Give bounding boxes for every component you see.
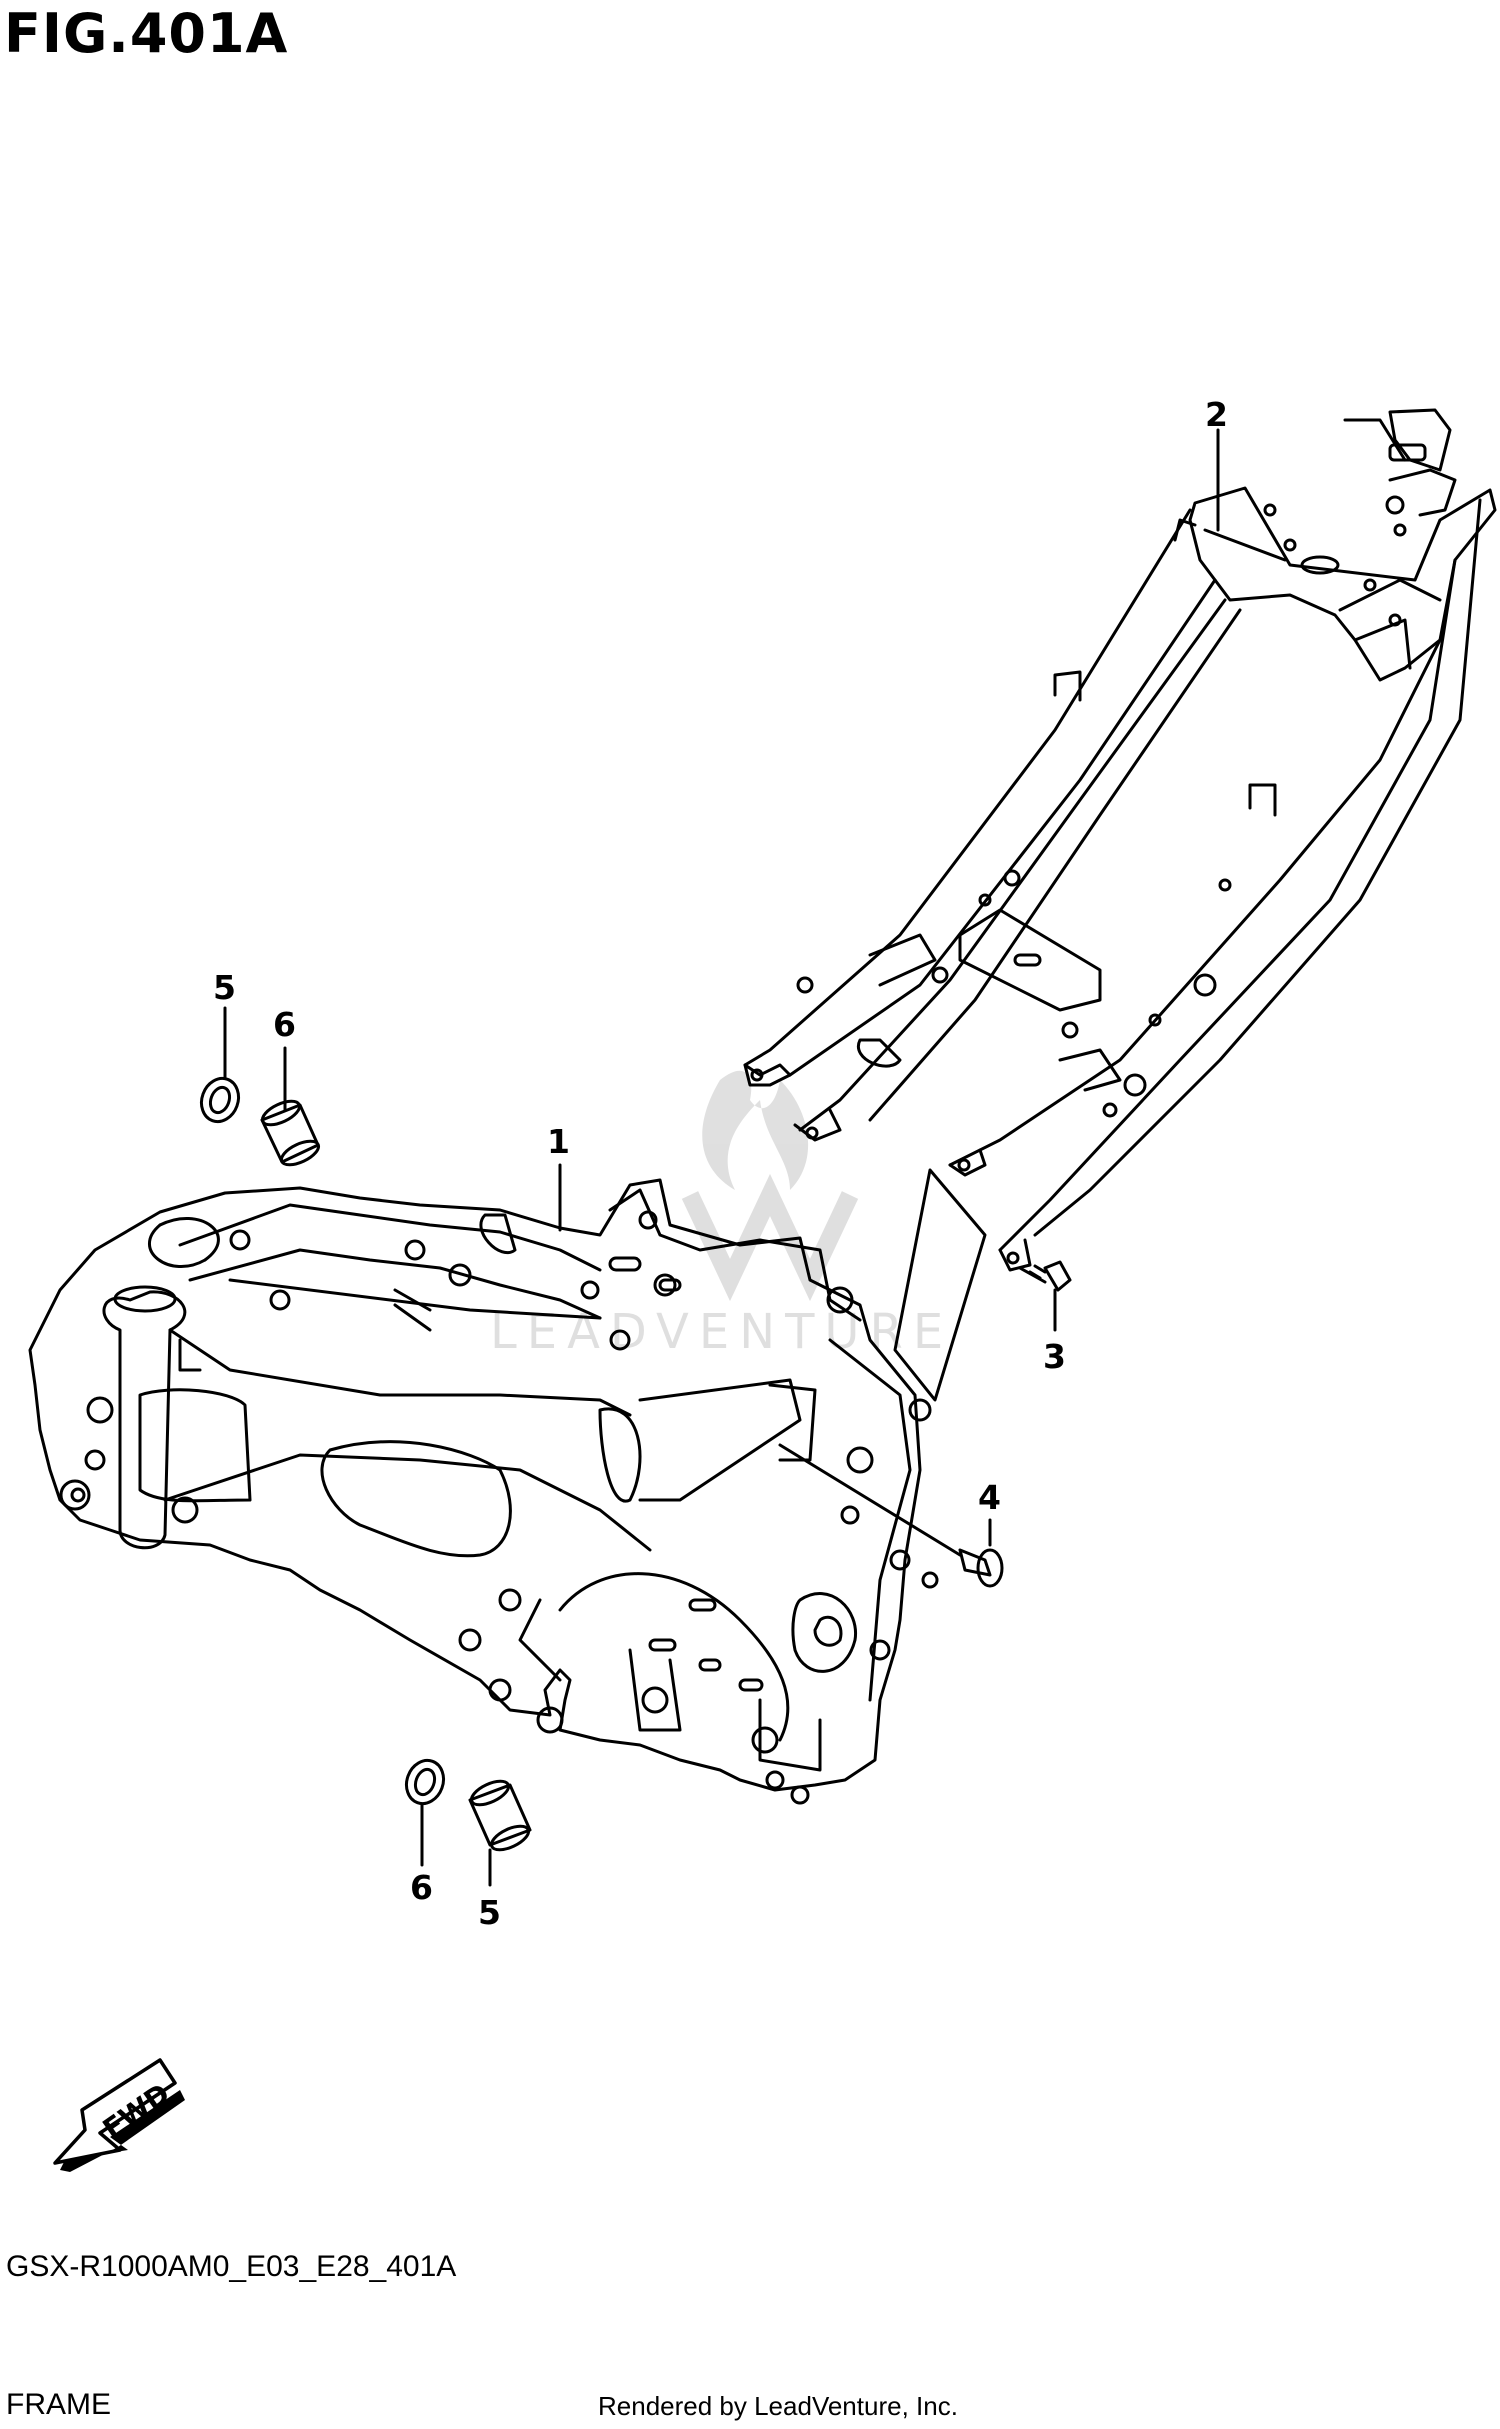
fwd-arrow-icon: FWD <box>53 2058 185 2172</box>
callout-5-upper: 6 <box>273 1005 296 1044</box>
callout-6-upper: 5 <box>213 968 236 1007</box>
callout-3: 3 <box>1043 1337 1066 1376</box>
bolt-part-3 <box>1018 1260 1072 1292</box>
callout-4: 4 <box>978 1478 1001 1517</box>
model-code: GSX-R1000AM0_E03_E28_401A <box>6 2250 457 2283</box>
leader-lines <box>223 428 1220 1887</box>
collar-part-5-lower <box>468 1779 532 1852</box>
callout-6-lower: 6 <box>410 1868 433 1907</box>
credit-text: Rendered by LeadVenture, Inc. <box>598 2391 958 2421</box>
plug-part-4 <box>778 1443 1004 1588</box>
watermark-text: LEADVENTURE <box>490 1304 953 1360</box>
callout-1: 1 <box>547 1122 570 1161</box>
bushing-part-6-upper <box>199 1076 241 1124</box>
figure-title: FIG.401A <box>4 2 289 65</box>
bushing-part-6-lower <box>404 1758 446 1806</box>
main-frame <box>28 1178 939 1805</box>
callout-5-lower: 5 <box>478 1893 501 1932</box>
rear-subframe <box>743 408 1497 1272</box>
figure-name: FRAME <box>6 2388 111 2421</box>
subframe-fit-line <box>893 1168 987 1402</box>
callout-2: 2 <box>1205 395 1228 434</box>
collar-part-5-upper <box>260 1099 321 1167</box>
